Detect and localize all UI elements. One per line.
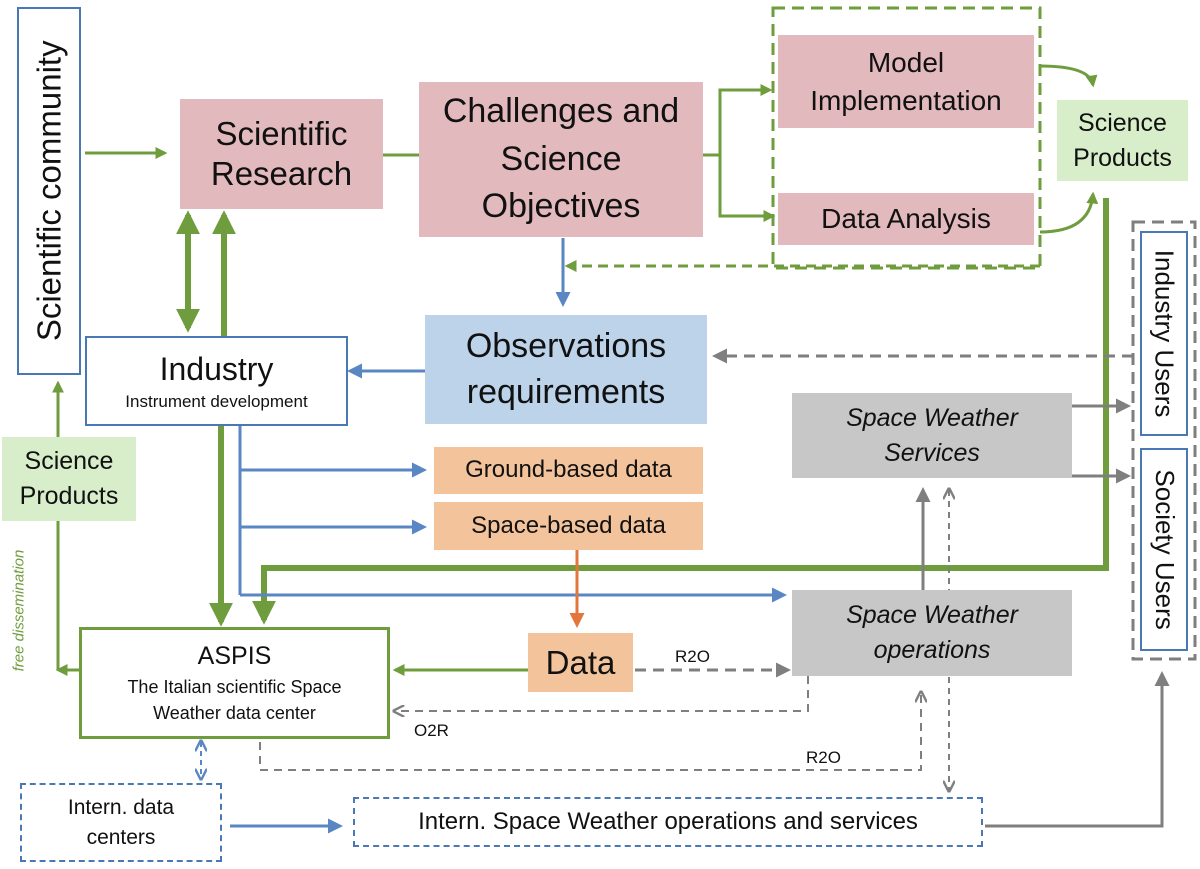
model-line1: Model — [867, 46, 945, 78]
industry-users-box: Industry Users — [1140, 231, 1188, 436]
industry-box: Industry Instrument development — [85, 336, 348, 426]
arrow-challenges-to-model — [703, 84, 773, 157]
o2r-label: O2R — [414, 721, 449, 740]
challenges-line2: Science — [500, 139, 622, 178]
science-products-right-box: Science Products — [1057, 100, 1188, 181]
space-based-data-box: Space-based data — [434, 502, 703, 550]
observations-line2: requirements — [466, 372, 666, 411]
science-products-left-line1: Science — [24, 447, 114, 475]
observations-requirements-box: Observations requirements — [425, 315, 707, 424]
aspis-subtitle-line2: Weather data center — [153, 703, 316, 723]
data-analysis-label: Data Analysis — [821, 203, 991, 235]
users-group-dashed-box — [1131, 220, 1197, 661]
society-users-box: Society Users — [1140, 448, 1188, 651]
industry-users-label: Industry Users — [1149, 249, 1180, 418]
science-products-right-line1: Science — [1078, 108, 1167, 137]
free-dissemination-label-wrap: free dissemination — [10, 536, 46, 686]
sw-services-line1: Space Weather — [846, 403, 1018, 432]
observations-line1: Observations — [465, 326, 667, 365]
scientific-research-box: Scientific Research — [180, 99, 383, 209]
intern-centers-line1: Intern. data — [67, 796, 175, 820]
data-analysis-box: Data Analysis — [778, 193, 1034, 245]
r2o-label-bottom: R2O — [806, 748, 841, 767]
space-weather-services-box: Space Weather Services — [792, 393, 1072, 478]
intern-centers-line2: centers — [86, 825, 156, 849]
arrow-aspis-r2o-dashed — [259, 693, 921, 771]
ground-based-label: Ground-based data — [465, 456, 672, 484]
industry-subtitle: Instrument development — [125, 392, 308, 411]
science-products-left-box: Science Products — [2, 437, 136, 521]
space-based-label: Space-based data — [471, 511, 666, 539]
aspis-subtitle-line1: The Italian scientific Space — [127, 677, 342, 698]
sw-services-line2: Services — [884, 438, 980, 467]
arrow-model-to-products — [1039, 64, 1098, 88]
industry-title: Industry — [159, 350, 274, 387]
scientific-research-line2: Research — [210, 155, 353, 192]
science-products-left-line2: Products — [19, 482, 119, 510]
scientific-community-box: Scientific community — [17, 7, 81, 375]
society-users-label: Society Users — [1149, 469, 1180, 630]
r2o-label-top: R2O — [675, 647, 710, 666]
aspis-box: ASPIS The Italian scientific Space Weath… — [79, 627, 390, 739]
intern-data-centers-box: Intern. data centers — [20, 783, 222, 862]
arrow-o2r-dashed — [395, 676, 809, 711]
model-implementation-box: Model Implementation — [778, 35, 1034, 128]
intern-ops-services-box: Intern. Space Weather operations and ser… — [353, 797, 983, 847]
data-label: Data — [545, 643, 616, 681]
model-group-dashed-box — [771, 6, 1042, 270]
scientific-research-line1: Scientific — [215, 115, 348, 153]
challenges-line1: Challenges and — [442, 92, 680, 131]
science-products-right-line2: Products — [1073, 143, 1172, 172]
sw-operations-line2: operations — [873, 636, 991, 664]
model-line2: Implementation — [810, 84, 1002, 116]
space-weather-operations-box: Space Weather operations — [792, 590, 1072, 676]
challenges-line3: Objectives — [481, 187, 641, 226]
data-box: Data — [528, 633, 633, 692]
challenges-objectives-box: Challenges and Science Objectives — [419, 82, 703, 237]
aspis-title: ASPIS — [197, 642, 272, 671]
arrow-analysis-to-products — [1039, 191, 1099, 234]
arrow-intern-ops-to-users — [985, 671, 1170, 828]
ground-based-data-box: Ground-based data — [434, 447, 703, 494]
intern-ops-label: Intern. Space Weather operations and ser… — [418, 807, 918, 835]
arrow-challenges-to-analysis — [718, 155, 776, 222]
sw-operations-line1: Space Weather — [846, 601, 1018, 629]
scientific-community-label: Scientific community — [30, 40, 68, 342]
free-dissemination-label: free dissemination — [10, 549, 28, 672]
